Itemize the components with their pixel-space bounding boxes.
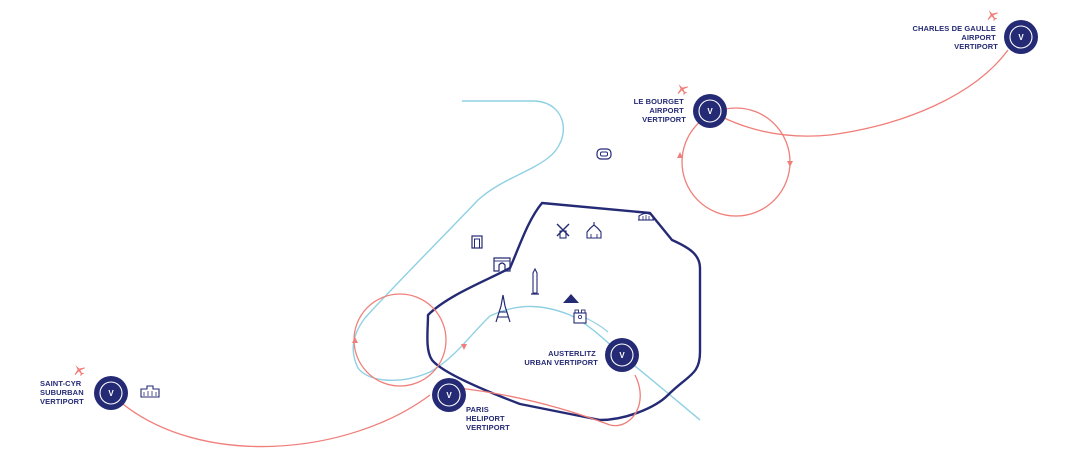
label-line: URBAN VERTIPORT	[524, 358, 598, 367]
arrow-up-icon	[677, 152, 683, 158]
label-line: CHARLES DE GAULLE	[912, 24, 995, 33]
moulin-rouge-icon	[556, 223, 570, 239]
obelisk-icon	[531, 267, 539, 295]
versailles-palace-icon	[140, 385, 160, 398]
label-line: PARIS	[466, 405, 489, 414]
label-line: VERTIPORT	[642, 115, 686, 124]
vertiport-marker-saint-cyr[interactable]: V	[94, 376, 128, 410]
pavilion-icon	[638, 212, 654, 221]
plane-icon	[987, 10, 999, 22]
holding-loop-le-bourget	[681, 107, 791, 217]
vertiport-letter: V	[619, 351, 625, 360]
seine-river	[352, 100, 701, 421]
label-line: AIRPORT	[961, 33, 996, 42]
label-line: VERTIPORT	[954, 42, 998, 51]
eiffel-tower-icon	[495, 294, 511, 323]
louvre-pyramid-icon	[563, 294, 579, 303]
arrow-down-icon	[461, 344, 467, 350]
label-line: AIRPORT	[649, 106, 684, 115]
label-line: LE BOURGET	[634, 97, 684, 106]
paris-boundary	[426, 201, 702, 422]
vertiport-letter: V	[1018, 33, 1024, 42]
route-cdg-lebourget	[721, 49, 1009, 137]
arrow-down-icon	[787, 161, 793, 167]
label-saint-cyr: SAINT-CYR SUBURBAN VERTIPORT	[40, 379, 86, 406]
route-saintcyr-heliport	[117, 394, 431, 448]
vertiport-marker-paris-heliport[interactable]: V	[432, 378, 466, 412]
label-austerlitz: AUSTERLITZ URBAN VERTIPORT	[524, 349, 598, 367]
label-line: SAINT-CYR	[40, 379, 82, 388]
stadium-icon	[596, 148, 612, 160]
holding-loop-west	[353, 293, 447, 387]
label-line: VERTIPORT	[40, 397, 84, 406]
plane-icon	[677, 84, 689, 96]
vertiport-letter: V	[108, 389, 114, 398]
sacre-coeur-icon	[586, 222, 602, 239]
arrow-up-icon	[352, 337, 358, 343]
vertiport-marker-austerlitz[interactable]: V	[605, 338, 639, 372]
vertiport-marker-le-bourget[interactable]: V	[693, 94, 727, 128]
label-charles-de-gaulle: CHARLES DE GAULLE AIRPORT VERTIPORT	[912, 24, 998, 51]
arc-de-triomphe-icon	[493, 257, 511, 272]
route-arrows	[352, 152, 793, 350]
vertiport-letter: V	[707, 107, 713, 116]
vertiport-marker-charles-de-gaulle[interactable]: V	[1004, 20, 1038, 54]
route-heliport-austerlitz	[457, 374, 641, 427]
vertiport-letter: V	[446, 391, 452, 400]
label-line: VERTIPORT	[466, 423, 510, 432]
plane-icon	[74, 365, 86, 377]
label-line: AUSTERLITZ	[548, 349, 596, 358]
label-line: SUBURBAN	[40, 388, 84, 397]
flight-routes	[117, 49, 1009, 448]
label-line: HELIPORT	[466, 414, 505, 423]
label-le-bourget: LE BOURGET AIRPORT VERTIPORT	[634, 97, 687, 124]
grande-arche-icon	[471, 235, 483, 249]
notre-dame-icon	[573, 309, 587, 324]
label-paris-heliport: PARIS HELIPORT VERTIPORT	[466, 405, 510, 432]
